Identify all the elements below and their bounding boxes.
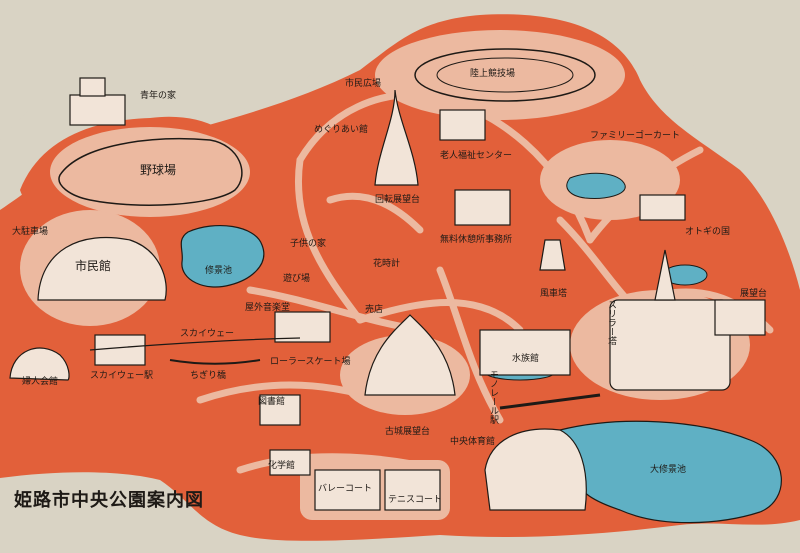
ogi-castle [609, 299, 731, 391]
observation-building [714, 299, 766, 336]
label-free-rest-office: 無料休憩所事務所 [440, 235, 513, 245]
track-field-inner [436, 57, 574, 93]
gymnasium-building [484, 428, 587, 511]
label-parking: 大駐車場 [12, 227, 49, 237]
label-childrens-house: 子供の家 [290, 239, 327, 249]
skyway-cable [89, 337, 301, 351]
label-volley-court: バレーコート [318, 484, 373, 494]
paper-notch-top [250, 0, 370, 110]
label-gymnasium: 中央体育館 [450, 437, 496, 447]
label-observation-deck: 展望台 [740, 289, 768, 299]
civic-hall-dome [37, 236, 167, 301]
label-playground: 遊び場 [283, 274, 311, 284]
baseball-stadium [58, 138, 243, 206]
label-roller-skate: ローラースケート場 [270, 357, 351, 367]
label-monorail-station: モノレール駅 [488, 370, 498, 424]
label-chigiri-bridge: ちぎり橋 [190, 371, 227, 381]
label-windmill-tower: 風車塔 [540, 289, 568, 299]
label-family-gocart: ファミリーゴーカート [590, 131, 681, 141]
label-track-field: 陸上競技場 [470, 69, 516, 79]
label-womens-hall: 婦人会館 [22, 377, 59, 387]
aquarium-building [479, 329, 571, 376]
old-castle [364, 314, 456, 396]
label-tennis-court: テニスコート [388, 495, 443, 505]
label-shukei-pond: 修景池 [205, 266, 233, 276]
label-great-pond: 大修景池 [650, 465, 687, 475]
label-meguri-hall: めぐりあい館 [314, 125, 369, 135]
science-hall-building [269, 449, 311, 476]
chigiri-bridge [169, 359, 261, 365]
rotating-tower [374, 89, 419, 186]
tennis-court [384, 469, 441, 511]
skyway-station-building [94, 334, 146, 366]
label-rotating-tower: 回転展望台 [375, 195, 421, 205]
label-old-castle-tower: 古城展望台 [385, 427, 431, 437]
label-outdoor-music: 屋外音楽堂 [245, 303, 291, 313]
paper-notch-left [0, 0, 250, 140]
paper-notch-right [660, 0, 800, 200]
label-skyway: スカイウェー [180, 329, 235, 339]
elderly-center-building [439, 109, 486, 141]
windmill [539, 239, 566, 271]
map-title: 姫路市中央公園案内図 [14, 490, 204, 511]
label-library: 図書館 [258, 397, 286, 407]
family-pond [566, 172, 626, 199]
family-gocart-building [639, 194, 686, 221]
monorail-track [499, 393, 601, 410]
label-science-hall: 化学館 [268, 461, 296, 471]
label-slide-tower: スリラー塔 [606, 300, 616, 345]
free-rest-building [454, 189, 511, 226]
label-ogi-country: オトギの国 [685, 227, 731, 237]
label-elderly-center: 老人福祉センター [440, 151, 513, 161]
label-flower-clock: 花時計 [373, 259, 401, 269]
library-building [259, 394, 301, 426]
label-skyway-station: スカイウェー駅 [90, 371, 154, 381]
label-civic-plaza: 市民広場 [345, 79, 382, 89]
label-youth-house: 青年の家 [140, 91, 177, 101]
label-aquarium: 水族館 [512, 354, 540, 364]
label-baseball: 野球場 [140, 163, 177, 177]
youth-house-building [69, 94, 126, 126]
buildings [9, 77, 766, 511]
outdoor-music-stage [274, 311, 331, 343]
label-shop: 売店 [365, 305, 384, 315]
label-civic-hall: 市民館 [75, 259, 112, 273]
shukei-pond [180, 225, 265, 288]
volley-court [314, 469, 381, 511]
womens-hall-dome [9, 347, 70, 381]
